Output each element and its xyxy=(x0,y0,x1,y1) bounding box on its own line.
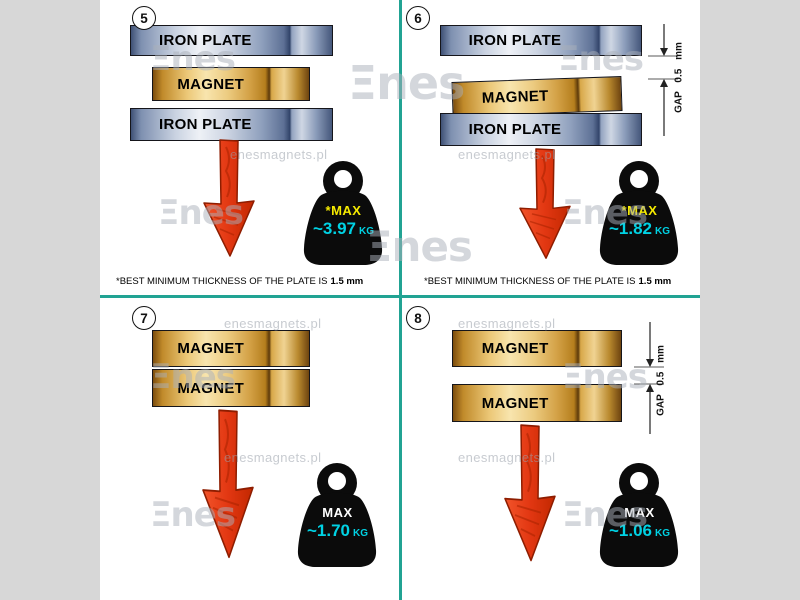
vertical-divider xyxy=(399,0,402,600)
magnet-block: MAGNET xyxy=(451,76,623,117)
weight-unit: KG xyxy=(655,528,670,539)
footnote-bold: 1.5 mm xyxy=(638,276,672,287)
weight-value-number: ~1.82 xyxy=(608,219,652,238)
weight-unit: KG xyxy=(353,528,368,539)
magnet-bottom-label: MAGNET xyxy=(481,394,549,412)
iron-plate-bottom: IRON PLATE xyxy=(130,108,333,141)
magnet-label: MAGNET xyxy=(481,87,549,107)
weight-max-label: MAX xyxy=(624,505,655,520)
footnote-text: *BEST MINIMUM THICKNESS OF THE PLATE IS xyxy=(116,276,328,287)
pull-force-arrow xyxy=(504,424,556,562)
weight-value-number: ~1.06 xyxy=(608,521,652,540)
magnet-block-top: MAGNET xyxy=(452,330,622,367)
watermark-url: enesmagnets.pl xyxy=(224,316,322,331)
weight-unit: KG xyxy=(359,226,374,237)
weight-max-label: *MAX xyxy=(621,203,658,218)
kettlebell-icon xyxy=(599,161,679,265)
footnote-bold: 1.5 mm xyxy=(330,276,364,287)
magnet-block-bottom: MAGNET xyxy=(152,369,310,407)
left-letterbox-bar xyxy=(0,0,100,600)
gap-label: GAP 0.5 mm xyxy=(673,42,685,113)
iron-plate-bottom-label: IRON PLATE xyxy=(159,116,252,133)
iron-plate-bottom: IRON PLATE xyxy=(440,113,642,146)
magnet-block-top: MAGNET xyxy=(152,330,310,367)
panel-8-number-badge: 8 xyxy=(406,306,430,330)
pull-force-arrow xyxy=(519,148,571,259)
magnet-block-bottom: MAGNET xyxy=(452,384,622,422)
enes-logo-watermark: Ξnes xyxy=(348,56,465,110)
kettlebell-icon xyxy=(303,161,383,265)
pull-force-arrow xyxy=(202,409,254,559)
iron-plate-bottom-label: IRON PLATE xyxy=(468,121,562,138)
pull-force-arrow xyxy=(203,139,255,257)
panel-5-number-badge: 5 xyxy=(132,6,156,30)
gap-dimension-lines xyxy=(648,24,678,136)
iron-plate-top: IRON PLATE xyxy=(130,25,333,56)
weight-unit: KG xyxy=(655,226,670,237)
iron-plate-top-label: IRON PLATE xyxy=(159,32,252,49)
panel-7-number-badge: 7 xyxy=(132,306,156,330)
magnet-label: MAGNET xyxy=(177,75,245,93)
footnote-text: *BEST MINIMUM THICKNESS OF THE PLATE IS xyxy=(424,276,636,287)
magnet-top-label: MAGNET xyxy=(177,340,245,357)
right-letterbox-bar xyxy=(700,0,800,600)
weight-value-number: ~3.97 xyxy=(312,219,356,238)
iron-plate-top-label: IRON PLATE xyxy=(468,32,562,49)
kettlebell-icon xyxy=(599,463,679,567)
watermark-url: enesmagnets.pl xyxy=(458,316,556,331)
weight-value-number: ~1.70 xyxy=(306,521,350,540)
gap-dimension-lines xyxy=(634,322,664,434)
weight-max-label: *MAX xyxy=(325,203,362,218)
horizontal-divider xyxy=(100,295,700,298)
weight-max-label: MAX xyxy=(322,505,353,520)
magnet-top-label: MAGNET xyxy=(481,340,549,357)
kettlebell-icon xyxy=(297,463,377,567)
iron-plate-top: IRON PLATE xyxy=(440,25,642,56)
panel-6-number-badge: 6 xyxy=(406,6,430,30)
magnet-bottom-label: MAGNET xyxy=(177,379,245,397)
gap-label: GAP 0.5 mm xyxy=(655,345,667,416)
magnet-block: MAGNET xyxy=(152,67,310,101)
